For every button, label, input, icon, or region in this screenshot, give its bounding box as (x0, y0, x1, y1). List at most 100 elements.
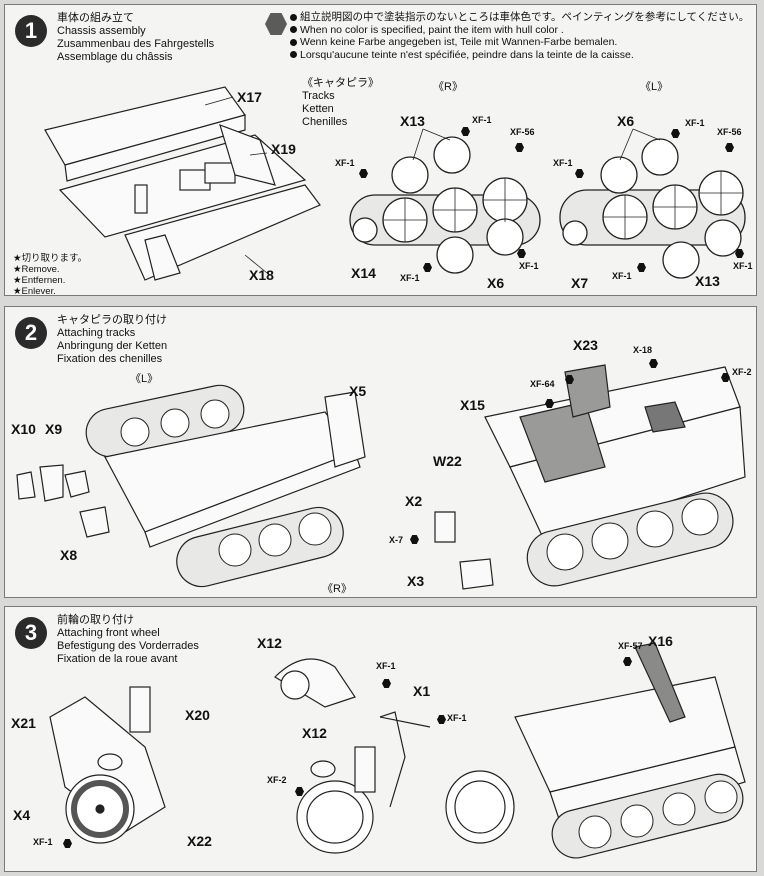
right-track-mark: 《R》 (433, 81, 463, 93)
remove-fr: ★Enlever. (13, 286, 56, 297)
paint-marker-icon (575, 169, 584, 178)
step-number: 3 (15, 617, 47, 649)
part-x2: X2 (405, 493, 423, 509)
title-jp: キャタピラの取り付け (57, 314, 167, 326)
step-3-panel: 3 前輪の取り付け Attaching front wheel Befestig… (4, 606, 757, 872)
paint-xf1: XF-1 (335, 158, 355, 168)
remove-en: ★Remove. (13, 264, 60, 275)
paint-xf57: XF-57 (618, 641, 643, 651)
paint-marker-icon (382, 679, 391, 688)
tracks-fr: Chenilles (302, 116, 348, 128)
paint-xf1: XF-1 (33, 837, 53, 847)
paint-note-en: When no color is specified, paint the it… (300, 23, 564, 36)
paint-marker-icon (735, 249, 744, 258)
title-jp: 前輪の取り付け (57, 614, 134, 626)
part-x5: X5 (349, 383, 367, 399)
paint-xf64: XF-64 (530, 379, 555, 389)
paint-marker-icon (423, 263, 432, 272)
part-x6: X6 (487, 275, 505, 291)
paint-marker-icon (437, 715, 446, 724)
remove-de: ★Entfernen. (13, 275, 66, 286)
step-number: 1 (15, 15, 47, 47)
paint-note-fr: Lorsqu'aucune teinte n'est spécifiée, pe… (300, 48, 634, 61)
paint-marker-icon (63, 839, 72, 848)
part-w22: W22 (433, 453, 462, 469)
paint-marker-icon (359, 169, 368, 178)
part-x7: X7 (571, 275, 589, 291)
paint-marker-icon (545, 399, 554, 408)
paint-note-de: Wenn keine Farbe angegeben ist, Teile mi… (300, 36, 618, 48)
paint-marker-icon (295, 787, 304, 796)
paint-xf1: XF-1 (447, 713, 467, 723)
paint-xf2: XF-2 (732, 367, 752, 377)
part-x10: X10 (11, 421, 36, 437)
paint-marker-icon (637, 263, 646, 272)
part-x13: X13 (400, 113, 425, 129)
paint-marker-icon (649, 359, 658, 368)
paint-marker-icon (410, 535, 419, 544)
part-x12: X12 (302, 725, 327, 741)
tracks-caption: 《キャタピラ》 Tracks Ketten Chenilles (302, 77, 379, 129)
paint-x18: X-18 (633, 345, 653, 355)
step-2-panel: 2 キャタピラの取り付け Attaching tracks Anbringung… (4, 306, 757, 598)
remove-note: ★切り取ります。 ★Remove. ★Entfernen. ★Enlever. (13, 253, 87, 297)
bullet-icon (290, 51, 297, 59)
part-x17: X17 (237, 89, 262, 105)
title-de: Befestigung des Vorderrades (57, 640, 199, 652)
attaching-tracks-drawing (16, 364, 746, 590)
paint-xf1: XF-1 (733, 261, 753, 271)
paint-xf1: XF-1 (553, 158, 573, 168)
paint-xf1: XF-1 (400, 273, 420, 283)
remove-jp: ★切り取ります。 (13, 253, 88, 264)
paint-xf56: XF-56 (510, 127, 535, 137)
paint-xf2: XF-2 (267, 775, 287, 785)
part-x20: X20 (185, 707, 210, 723)
paint-marker-icon (721, 373, 730, 382)
tracks-de: Ketten (302, 103, 334, 115)
step-1-panel: 1 車体の組み立て Chassis assembly Zusammenbau d… (4, 4, 757, 297)
paint-xf1: XF-1 (472, 115, 492, 125)
part-x14: X14 (351, 265, 376, 281)
step-title: 車体の組み立て Chassis assembly Zusammenbau des… (57, 12, 214, 64)
front-wheel-drawing (49, 642, 746, 859)
bullet-icon (290, 13, 297, 21)
title-de: Zusammenbau des Fahrgestells (57, 38, 215, 50)
hull-color-icon (265, 13, 287, 35)
part-x19: X19 (271, 141, 296, 157)
chassis-assembly-drawing (44, 86, 746, 281)
paint-marker-icon (461, 127, 470, 136)
bullet-icon (290, 38, 297, 46)
part-x21: X21 (11, 715, 36, 731)
part-x8: X8 (60, 547, 78, 563)
part-x23: X23 (573, 337, 598, 353)
step-title: 前輪の取り付け Attaching front wheel Befestigun… (57, 614, 199, 666)
title-jp: 車体の組み立て (57, 12, 134, 24)
step-number: 2 (15, 317, 47, 349)
part-x22: X22 (187, 833, 212, 849)
paint-marker-icon (725, 143, 734, 152)
title-fr: Assemblage du châssis (57, 51, 173, 63)
paint-marker-icon (671, 129, 680, 138)
part-x4: X4 (13, 807, 31, 823)
step-title: キャタピラの取り付け Attaching tracks Anbringung d… (57, 314, 167, 366)
paint-note-jp: 組立説明図の中で塗装指示のないところは車体色です。ペインティングを参考にしてくだ… (300, 11, 750, 23)
paint-marker-icon (623, 657, 632, 666)
right-track-mark: 《R》 (322, 583, 352, 595)
part-x3: X3 (407, 573, 425, 589)
tracks-en: Tracks (302, 90, 335, 102)
part-x16: X16 (648, 633, 673, 649)
part-x1: X1 (413, 683, 431, 699)
part-x18: X18 (249, 267, 274, 283)
title-fr: Fixation des chenilles (57, 353, 163, 365)
part-x12: X12 (257, 635, 282, 651)
left-track-mark: 《L》 (130, 373, 159, 385)
tracks-jp: 《キャタピラ》 (302, 77, 379, 89)
title-en: Chassis assembly (57, 25, 146, 37)
bullet-icon (290, 26, 297, 34)
part-x6: X6 (617, 113, 635, 129)
title-fr: Fixation de la roue avant (57, 653, 178, 665)
title-en: Attaching front wheel (57, 627, 160, 639)
paint-xf1: XF-1 (612, 271, 632, 281)
paint-xf1: XF-1 (376, 661, 396, 671)
paint-marker-icon (565, 375, 574, 384)
